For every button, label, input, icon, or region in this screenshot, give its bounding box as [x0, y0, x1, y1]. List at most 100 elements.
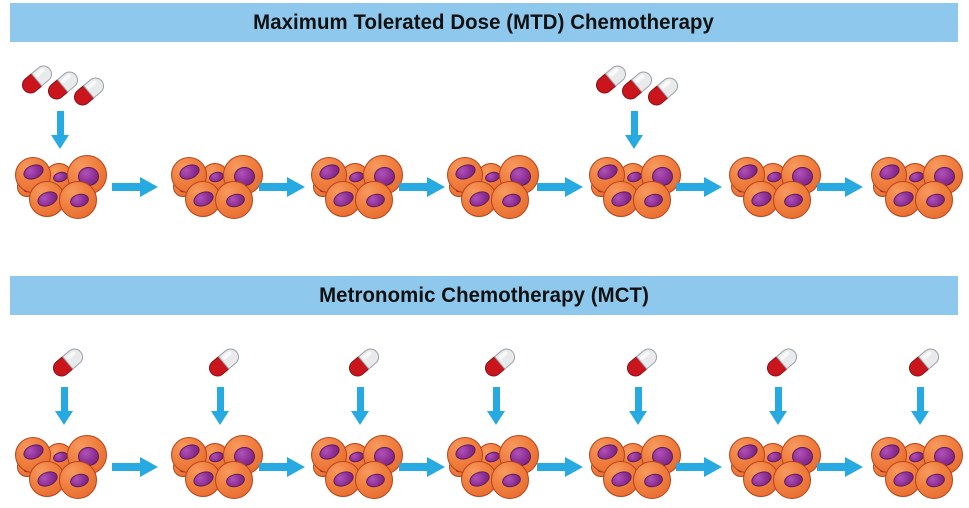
arrow-shaft	[493, 387, 500, 413]
arrow-shaft	[817, 183, 847, 191]
cell-nucleus	[749, 188, 774, 210]
cell-nucleus	[735, 441, 760, 463]
cell-nucleus	[877, 441, 902, 463]
arrow-shaft	[217, 387, 224, 413]
progression-right-arrow-icon	[537, 457, 583, 477]
arrow-head	[629, 411, 647, 425]
tumor-cell	[355, 181, 393, 219]
arrow-shaft	[112, 463, 142, 471]
banner-mct-title: Metronomic Chemotherapy (MCT)	[319, 283, 649, 307]
cell-nucleus	[35, 188, 60, 210]
arrow-shaft	[917, 387, 924, 413]
drug-capsule-icon	[205, 345, 243, 380]
cell-nucleus	[609, 468, 634, 490]
arrow-head	[769, 411, 787, 425]
cell-nucleus	[735, 161, 760, 183]
cell-nucleus	[177, 441, 202, 463]
arrow-shaft	[259, 183, 289, 191]
drug-capsule-icon	[905, 345, 943, 380]
tumor-cell	[59, 181, 97, 219]
arrow-shaft	[817, 463, 847, 471]
cell-nucleus	[642, 471, 665, 490]
arrow-shaft	[399, 183, 429, 191]
arrow-shaft	[635, 387, 642, 413]
arrow-head	[704, 457, 722, 477]
tumor-cluster-mct-4	[447, 435, 539, 499]
cell-nucleus	[364, 471, 387, 490]
tumor-cluster-mtd-4	[447, 155, 539, 219]
arrow-head	[845, 457, 863, 477]
arrow-head	[351, 411, 369, 425]
tumor-cell	[59, 461, 97, 499]
progression-right-arrow-icon	[399, 457, 445, 477]
progression-right-arrow-icon	[676, 177, 722, 197]
arrow-head	[287, 457, 305, 477]
arrow-shaft	[357, 387, 364, 413]
arrow-head	[287, 177, 305, 197]
tumor-cluster-mtd-1	[15, 155, 107, 219]
drug-capsule-icon	[623, 345, 661, 380]
tumor-cell	[915, 461, 953, 499]
arrow-head	[565, 457, 583, 477]
drug-capsule-icon	[763, 345, 801, 380]
arrow-head	[55, 411, 73, 425]
arrow-head	[211, 411, 229, 425]
tumor-cluster-mct-7	[871, 435, 963, 499]
cell-nucleus	[877, 161, 902, 183]
progression-right-arrow-icon	[676, 457, 722, 477]
progression-right-arrow-icon	[817, 177, 863, 197]
cell-nucleus	[891, 468, 916, 490]
banner-mct: Metronomic Chemotherapy (MCT)	[10, 276, 958, 315]
progression-right-arrow-icon	[817, 457, 863, 477]
arrow-head	[845, 177, 863, 197]
cell-nucleus	[21, 161, 46, 183]
cell-nucleus	[595, 441, 620, 463]
tumor-cluster-mtd-7	[871, 155, 963, 219]
tumor-cluster-mtd-5	[589, 155, 681, 219]
arrow-shaft	[61, 387, 68, 413]
cell-nucleus	[891, 188, 916, 210]
arrow-shaft	[676, 183, 706, 191]
progression-right-arrow-icon	[399, 177, 445, 197]
cell-nucleus	[500, 191, 523, 210]
arrow-shaft	[112, 183, 142, 191]
cell-nucleus	[68, 471, 91, 490]
cell-nucleus	[924, 471, 947, 490]
progression-right-arrow-icon	[112, 457, 158, 477]
drug-capsule-icon	[481, 345, 519, 380]
row-mct	[0, 330, 969, 508]
arrow-head	[911, 411, 929, 425]
cell-nucleus	[782, 471, 805, 490]
tumor-cluster-mtd-3	[311, 155, 403, 219]
cell-nucleus	[364, 191, 387, 210]
cell-nucleus	[317, 441, 342, 463]
cell-nucleus	[642, 191, 665, 210]
cell-nucleus	[924, 191, 947, 210]
arrow-head	[427, 177, 445, 197]
arrow-shaft	[537, 183, 567, 191]
progression-right-arrow-icon	[259, 177, 305, 197]
cell-nucleus	[500, 471, 523, 490]
arrow-head	[51, 135, 69, 149]
arrow-shaft	[676, 463, 706, 471]
tumor-cell	[633, 181, 671, 219]
cell-nucleus	[317, 161, 342, 183]
progression-right-arrow-icon	[112, 177, 158, 197]
row-mtd	[0, 55, 969, 255]
tumor-cluster-mct-3	[311, 435, 403, 499]
tumor-cell	[773, 461, 811, 499]
arrow-head	[140, 457, 158, 477]
cell-nucleus	[609, 188, 634, 210]
cell-nucleus	[21, 441, 46, 463]
tumor-cluster-mtd-6	[729, 155, 821, 219]
tumor-cluster-mct-6	[729, 435, 821, 499]
tumor-cell	[773, 181, 811, 219]
banner-mtd-title: Maximum Tolerated Dose (MTD) Chemotherap…	[253, 10, 715, 34]
cell-nucleus	[782, 191, 805, 210]
cell-nucleus	[453, 161, 478, 183]
tumor-cluster-mtd-2	[171, 155, 263, 219]
arrow-head	[565, 177, 583, 197]
cell-nucleus	[224, 471, 247, 490]
tumor-cell	[633, 461, 671, 499]
cell-nucleus	[191, 188, 216, 210]
